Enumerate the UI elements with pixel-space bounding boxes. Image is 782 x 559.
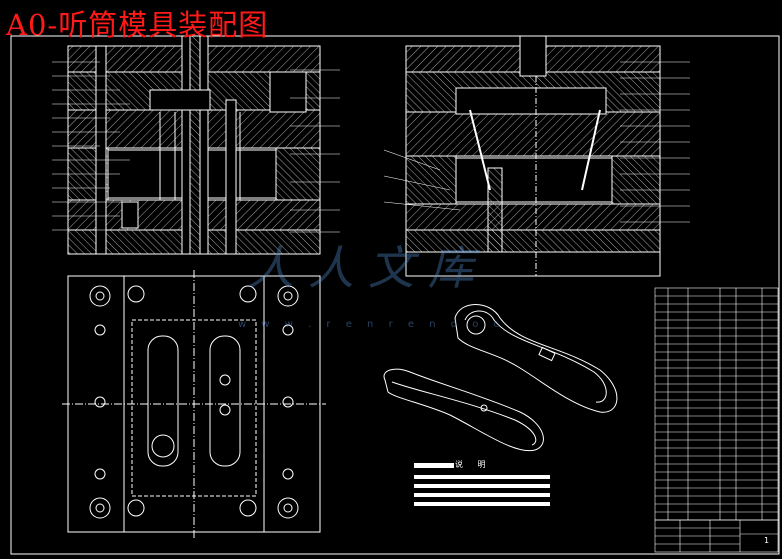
plan-view (62, 270, 326, 538)
main-view-leaders (52, 61, 340, 233)
part-isometric-views (383, 304, 618, 452)
main-section-view (67, 35, 321, 255)
side-section-view (405, 35, 661, 277)
watermark-logo-text: 人人文库 (248, 241, 488, 295)
side-view-leaders (383, 61, 690, 223)
technical-requirements-title: 说 明 (455, 460, 492, 469)
watermark-url: w w w . r e n r e n d o c (238, 319, 506, 330)
title-block (654, 519, 779, 553)
drawing-frame (10, 35, 780, 555)
technical-requirements (414, 463, 550, 506)
drawing-title: A0-听筒模具装配图 (6, 8, 269, 42)
bill-of-materials (654, 287, 779, 521)
sheet-number: 1 (764, 536, 770, 545)
